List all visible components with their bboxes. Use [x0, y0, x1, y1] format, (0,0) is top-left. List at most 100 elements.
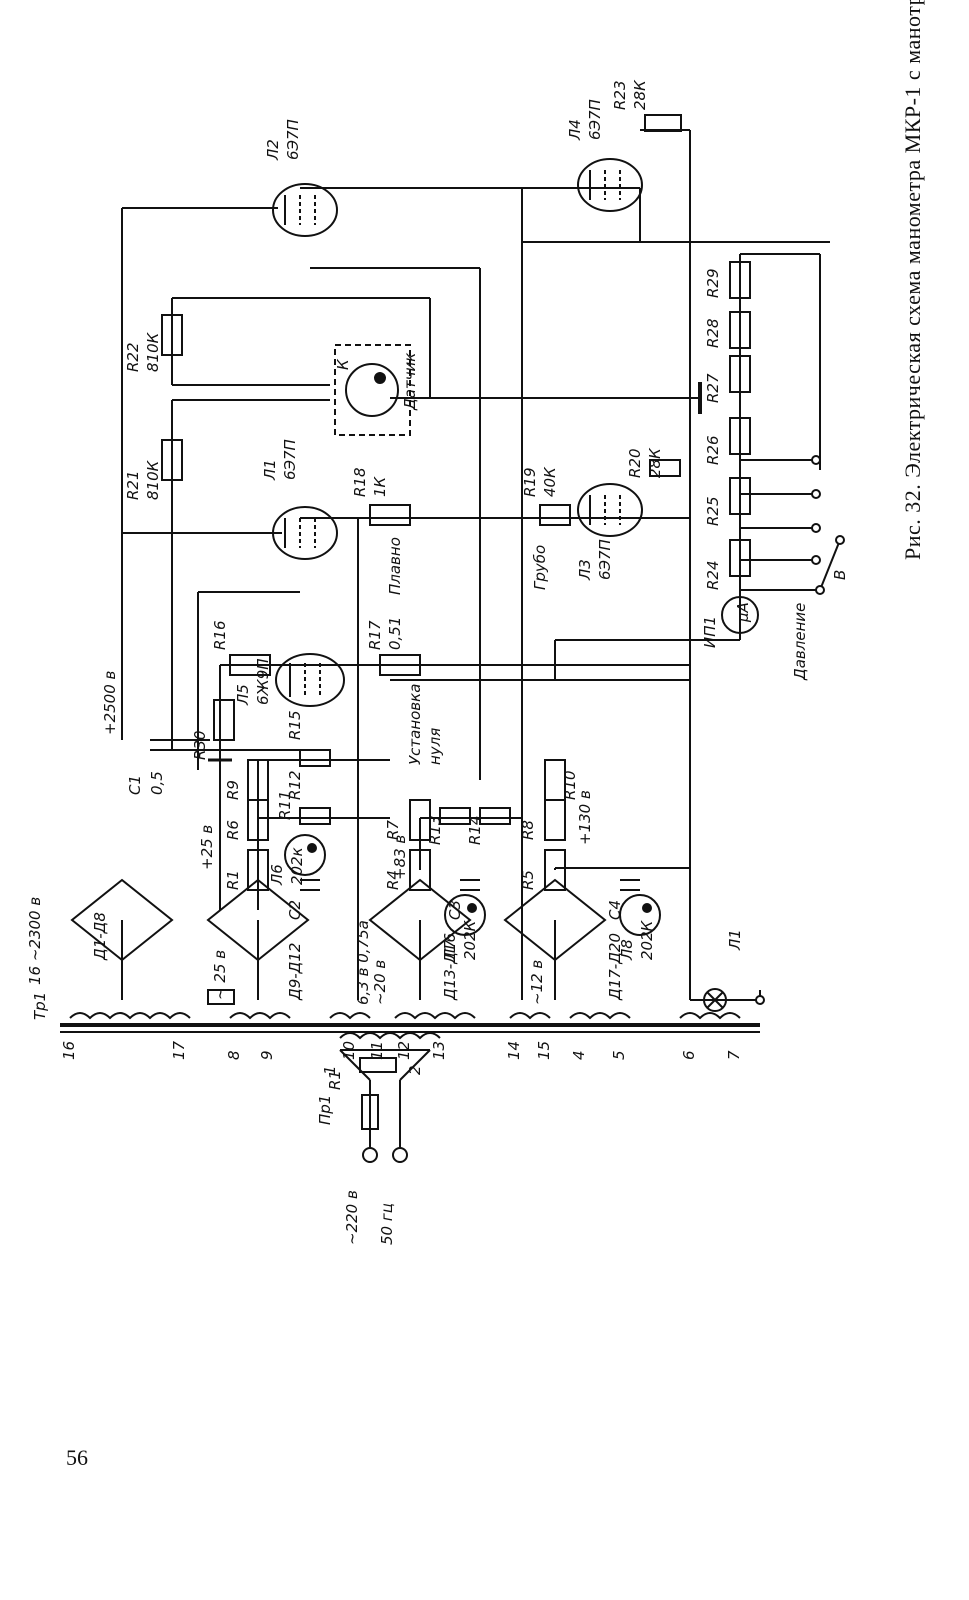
- label-r14: R14: [466, 815, 484, 845]
- resistor-r30: [213, 699, 235, 741]
- label-meter-unit: μА: [734, 602, 752, 623]
- transformer-pin: 14: [505, 1041, 523, 1060]
- label-l8: Л8: [618, 939, 636, 961]
- label-l7-type: 202К: [461, 919, 479, 960]
- transformer-pin: 16: [60, 1041, 78, 1060]
- transformer-pin: 9: [258, 1050, 276, 1060]
- resistor-r13: [439, 807, 471, 825]
- label-lamp: Л1: [726, 929, 744, 951]
- resistor-r21: [161, 439, 183, 481]
- label-c1-val: 0,5: [148, 771, 166, 795]
- label-c2: C2: [286, 900, 304, 920]
- label-smooth: Плавно: [386, 537, 404, 595]
- label-r29: R29: [704, 268, 722, 298]
- label-l2: Л2: [264, 139, 282, 161]
- resistor-r14: [479, 807, 511, 825]
- label-winding-25: ~ 25 в: [211, 950, 229, 1000]
- label-r17: R17: [366, 620, 384, 650]
- transformer-pin: 17: [170, 1040, 188, 1060]
- transformer-pin: 12: [395, 1041, 413, 1060]
- label-l3-type: 6Э7П: [596, 539, 614, 580]
- label-r20: R20: [626, 448, 644, 478]
- figure-caption: Рис. 32. Электрическая схема манометра М…: [900, 0, 925, 560]
- resistor-r23: [644, 114, 682, 132]
- label-rail-hv: +2500 в: [101, 670, 119, 735]
- label-r19-val: 40К: [541, 466, 559, 497]
- frame-wires: [60, 129, 841, 1033]
- resistor-r1-mains: [207, 989, 235, 1005]
- label-l6-type: 202к: [288, 847, 306, 885]
- transformer-pin: 6: [680, 1050, 698, 1060]
- label-r4: R4: [384, 870, 402, 890]
- bridge-d17-d20: [503, 878, 607, 962]
- resistor-r26: [729, 417, 751, 455]
- label-zero-set2: нуля: [426, 728, 444, 765]
- label-r17-val: 0,51: [386, 617, 404, 650]
- label-zero-set: Установка: [406, 684, 424, 765]
- label-mains-voltage: ~220 в: [343, 1190, 361, 1245]
- label-r23: R23: [611, 80, 629, 110]
- label-l1: Л1: [261, 459, 279, 481]
- transformer-pin: 7: [725, 1050, 743, 1060]
- label-bridge-2: Д9-Д12: [286, 943, 304, 1001]
- label-winding-hv: 16 ~2300 в: [26, 897, 44, 985]
- capacitor-c2: [300, 879, 320, 891]
- transformer-pin: 8: [225, 1050, 243, 1060]
- tube-l2: [272, 183, 338, 237]
- label-r5: R5: [519, 870, 537, 890]
- label-r9: R9: [224, 780, 242, 800]
- transformer-pin: 15: [535, 1041, 553, 1060]
- label-rail-25: +25 в: [198, 825, 216, 870]
- label-r25: R25: [704, 496, 722, 526]
- label-r18-val: 1К: [371, 475, 389, 497]
- sensor-manotron: [345, 363, 399, 417]
- label-fuse: Пр1: [316, 1095, 334, 1125]
- bridge-d1-d8: [70, 878, 174, 962]
- label-r27: R27: [704, 373, 722, 403]
- label-switch: В: [831, 570, 849, 580]
- resistor-r25: [729, 477, 751, 515]
- label-sensor: Датчик: [401, 353, 419, 411]
- label-r24: R24: [704, 560, 722, 590]
- transformer-pin: 11: [368, 1041, 386, 1060]
- neon-l7: [444, 894, 486, 936]
- label-winding-heater: 6,3 в 0,75а: [354, 920, 372, 1005]
- tube-l5: [275, 653, 345, 707]
- label-r1: R1: [224, 870, 242, 890]
- label-l5: Л5: [234, 684, 252, 706]
- components: [69, 114, 845, 1163]
- resistor-r12: [299, 807, 331, 825]
- resistor-r5: [544, 849, 566, 891]
- page-number: 56: [66, 1445, 88, 1470]
- primary-pin: 1: [321, 1065, 339, 1075]
- transformer-pin: 4: [570, 1050, 588, 1060]
- resistor-r20: [649, 459, 681, 477]
- label-sensor-k: К: [334, 358, 352, 370]
- label-r13: R13: [426, 815, 444, 845]
- label-r6: R6: [224, 820, 242, 840]
- bridge-d9-d12: [206, 878, 310, 962]
- label-l1-type: 6Э7П: [281, 439, 299, 480]
- capacitor-c1: [150, 739, 210, 751]
- resistor-r29: [729, 261, 751, 299]
- tube-l1: [272, 506, 338, 560]
- resistor-r16: [229, 654, 271, 676]
- neon-l8: [619, 894, 661, 936]
- label-pressure: Давление: [791, 603, 809, 681]
- primary-pin: 2: [406, 1065, 424, 1075]
- resistor-r9: [247, 759, 269, 801]
- capacitor-c3: [460, 879, 480, 891]
- label-r21-val: 810К: [144, 459, 162, 500]
- transformer-pin: 5: [610, 1050, 628, 1060]
- label-r16: R16: [211, 620, 229, 650]
- tube-l3: [577, 483, 643, 537]
- label-r11: R11: [276, 790, 294, 820]
- label-l2-type: 6Э7П: [284, 119, 302, 160]
- label-r21: R21: [124, 470, 142, 500]
- label-r20-val: 28К: [646, 447, 664, 478]
- label-winding-20: ~20 в: [371, 960, 389, 1005]
- transformer-pin: 10: [340, 1041, 358, 1060]
- neon-l6: [284, 834, 326, 876]
- label-c1: C1: [126, 775, 144, 795]
